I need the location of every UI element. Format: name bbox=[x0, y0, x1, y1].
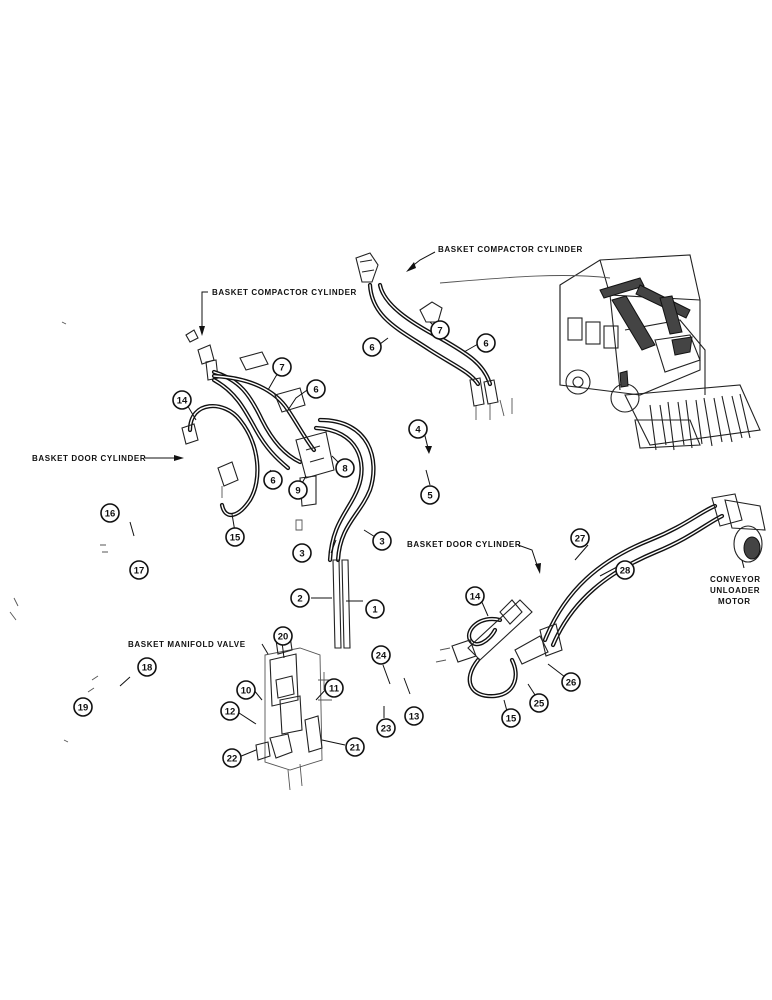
svg-text:28: 28 bbox=[620, 566, 631, 577]
svg-text:20: 20 bbox=[278, 632, 289, 643]
cotton-harvester-illustration bbox=[439, 254, 761, 451]
svg-text:26: 26 bbox=[566, 678, 577, 689]
svg-text:4: 4 bbox=[415, 425, 421, 436]
callout-10: 10 bbox=[236, 680, 256, 700]
callout-1: 1 bbox=[365, 599, 385, 619]
callout-20: 20 bbox=[273, 626, 293, 646]
svg-text:8: 8 bbox=[342, 464, 347, 475]
callout-24: 24 bbox=[371, 645, 391, 665]
callout-5: 5 bbox=[420, 485, 440, 505]
callout-3b: 3 bbox=[372, 531, 392, 551]
basket-manifold-valve-illustration bbox=[255, 635, 332, 791]
svg-text:15: 15 bbox=[230, 533, 241, 544]
callout-14b: 14 bbox=[465, 586, 485, 606]
svg-text:2: 2 bbox=[297, 594, 302, 605]
svg-text:17: 17 bbox=[134, 566, 145, 577]
callout-21: 21 bbox=[345, 737, 365, 757]
left-compactor-hose-group bbox=[181, 329, 376, 649]
label-basket-compactor-cylinder-left: BASKET COMPACTOR CYLINDER bbox=[212, 288, 357, 297]
callout-11: 11 bbox=[324, 678, 344, 698]
callout-22: 22 bbox=[222, 748, 242, 768]
svg-text:25: 25 bbox=[534, 699, 545, 710]
label-conveyor-line-3: MOTOR bbox=[718, 597, 751, 606]
callout-13: 13 bbox=[404, 706, 424, 726]
svg-text:7: 7 bbox=[437, 326, 442, 337]
label-basket-door-cylinder-left: BASKET DOOR CYLINDER bbox=[32, 454, 146, 463]
loose-fittings bbox=[9, 321, 108, 743]
svg-text:3: 3 bbox=[379, 537, 384, 548]
callouts: 1 2 3 3 4 5 6 6 6 6 7 7 8 9 10 11 12 13 … bbox=[73, 320, 635, 768]
svg-text:18: 18 bbox=[142, 663, 153, 674]
svg-text:3: 3 bbox=[299, 549, 304, 560]
label-basket-manifold-valve: BASKET MANIFOLD VALVE bbox=[128, 640, 246, 649]
svg-text:6: 6 bbox=[270, 476, 275, 487]
callout-7a: 7 bbox=[430, 320, 450, 340]
label-conveyor-line-2: UNLOADER bbox=[710, 586, 760, 595]
svg-text:24: 24 bbox=[376, 651, 387, 662]
callout-7b: 7 bbox=[272, 357, 292, 377]
svg-text:7: 7 bbox=[279, 363, 284, 374]
callout-28: 28 bbox=[615, 560, 635, 580]
callout-17: 17 bbox=[129, 560, 149, 580]
callout-6b: 6 bbox=[476, 333, 496, 353]
svg-text:6: 6 bbox=[313, 385, 318, 396]
callout-19: 19 bbox=[73, 697, 93, 717]
svg-text:13: 13 bbox=[409, 712, 420, 723]
label-conveyor-line-1: CONVEYOR bbox=[710, 575, 761, 584]
svg-text:16: 16 bbox=[105, 509, 116, 520]
callout-6d: 6 bbox=[263, 470, 283, 490]
svg-text:12: 12 bbox=[225, 707, 236, 718]
label-basket-door-cylinder-right: BASKET DOOR CYLINDER bbox=[407, 540, 521, 549]
callout-2: 2 bbox=[290, 588, 310, 608]
svg-text:5: 5 bbox=[427, 491, 433, 502]
svg-text:14: 14 bbox=[177, 396, 188, 407]
svg-text:10: 10 bbox=[241, 686, 252, 697]
svg-text:23: 23 bbox=[381, 724, 392, 735]
label-basket-compactor-cylinder-top: BASKET COMPACTOR CYLINDER bbox=[438, 245, 583, 254]
callout-4: 4 bbox=[408, 419, 428, 439]
callout-6c: 6 bbox=[306, 379, 326, 399]
callout-15b: 15 bbox=[501, 708, 521, 728]
callout-16: 16 bbox=[100, 503, 120, 523]
callout-3a: 3 bbox=[292, 543, 312, 563]
callout-23: 23 bbox=[376, 718, 396, 738]
svg-text:6: 6 bbox=[369, 343, 374, 354]
svg-text:27: 27 bbox=[575, 534, 586, 545]
callout-8: 8 bbox=[335, 458, 355, 478]
svg-text:1: 1 bbox=[372, 605, 378, 616]
callout-14a: 14 bbox=[172, 390, 192, 410]
harvester-row-units bbox=[649, 393, 751, 451]
svg-text:22: 22 bbox=[227, 754, 238, 765]
callout-27: 27 bbox=[570, 528, 590, 548]
svg-text:6: 6 bbox=[483, 339, 488, 350]
callout-26: 26 bbox=[561, 672, 581, 692]
callout-6a: 6 bbox=[362, 337, 382, 357]
svg-text:14: 14 bbox=[470, 592, 481, 603]
text-labels: BASKET COMPACTOR CYLINDER BASKET COMPACT… bbox=[32, 245, 761, 649]
callout-15a: 15 bbox=[225, 527, 245, 547]
right-door-and-conveyor-group bbox=[435, 493, 766, 699]
callout-9: 9 bbox=[288, 480, 308, 500]
svg-text:19: 19 bbox=[78, 703, 89, 714]
svg-text:15: 15 bbox=[506, 714, 517, 725]
svg-text:21: 21 bbox=[350, 743, 361, 754]
callout-25: 25 bbox=[529, 693, 549, 713]
callout-12: 12 bbox=[220, 701, 240, 721]
svg-text:11: 11 bbox=[329, 684, 340, 695]
callout-18: 18 bbox=[137, 657, 157, 677]
svg-text:9: 9 bbox=[295, 486, 300, 497]
